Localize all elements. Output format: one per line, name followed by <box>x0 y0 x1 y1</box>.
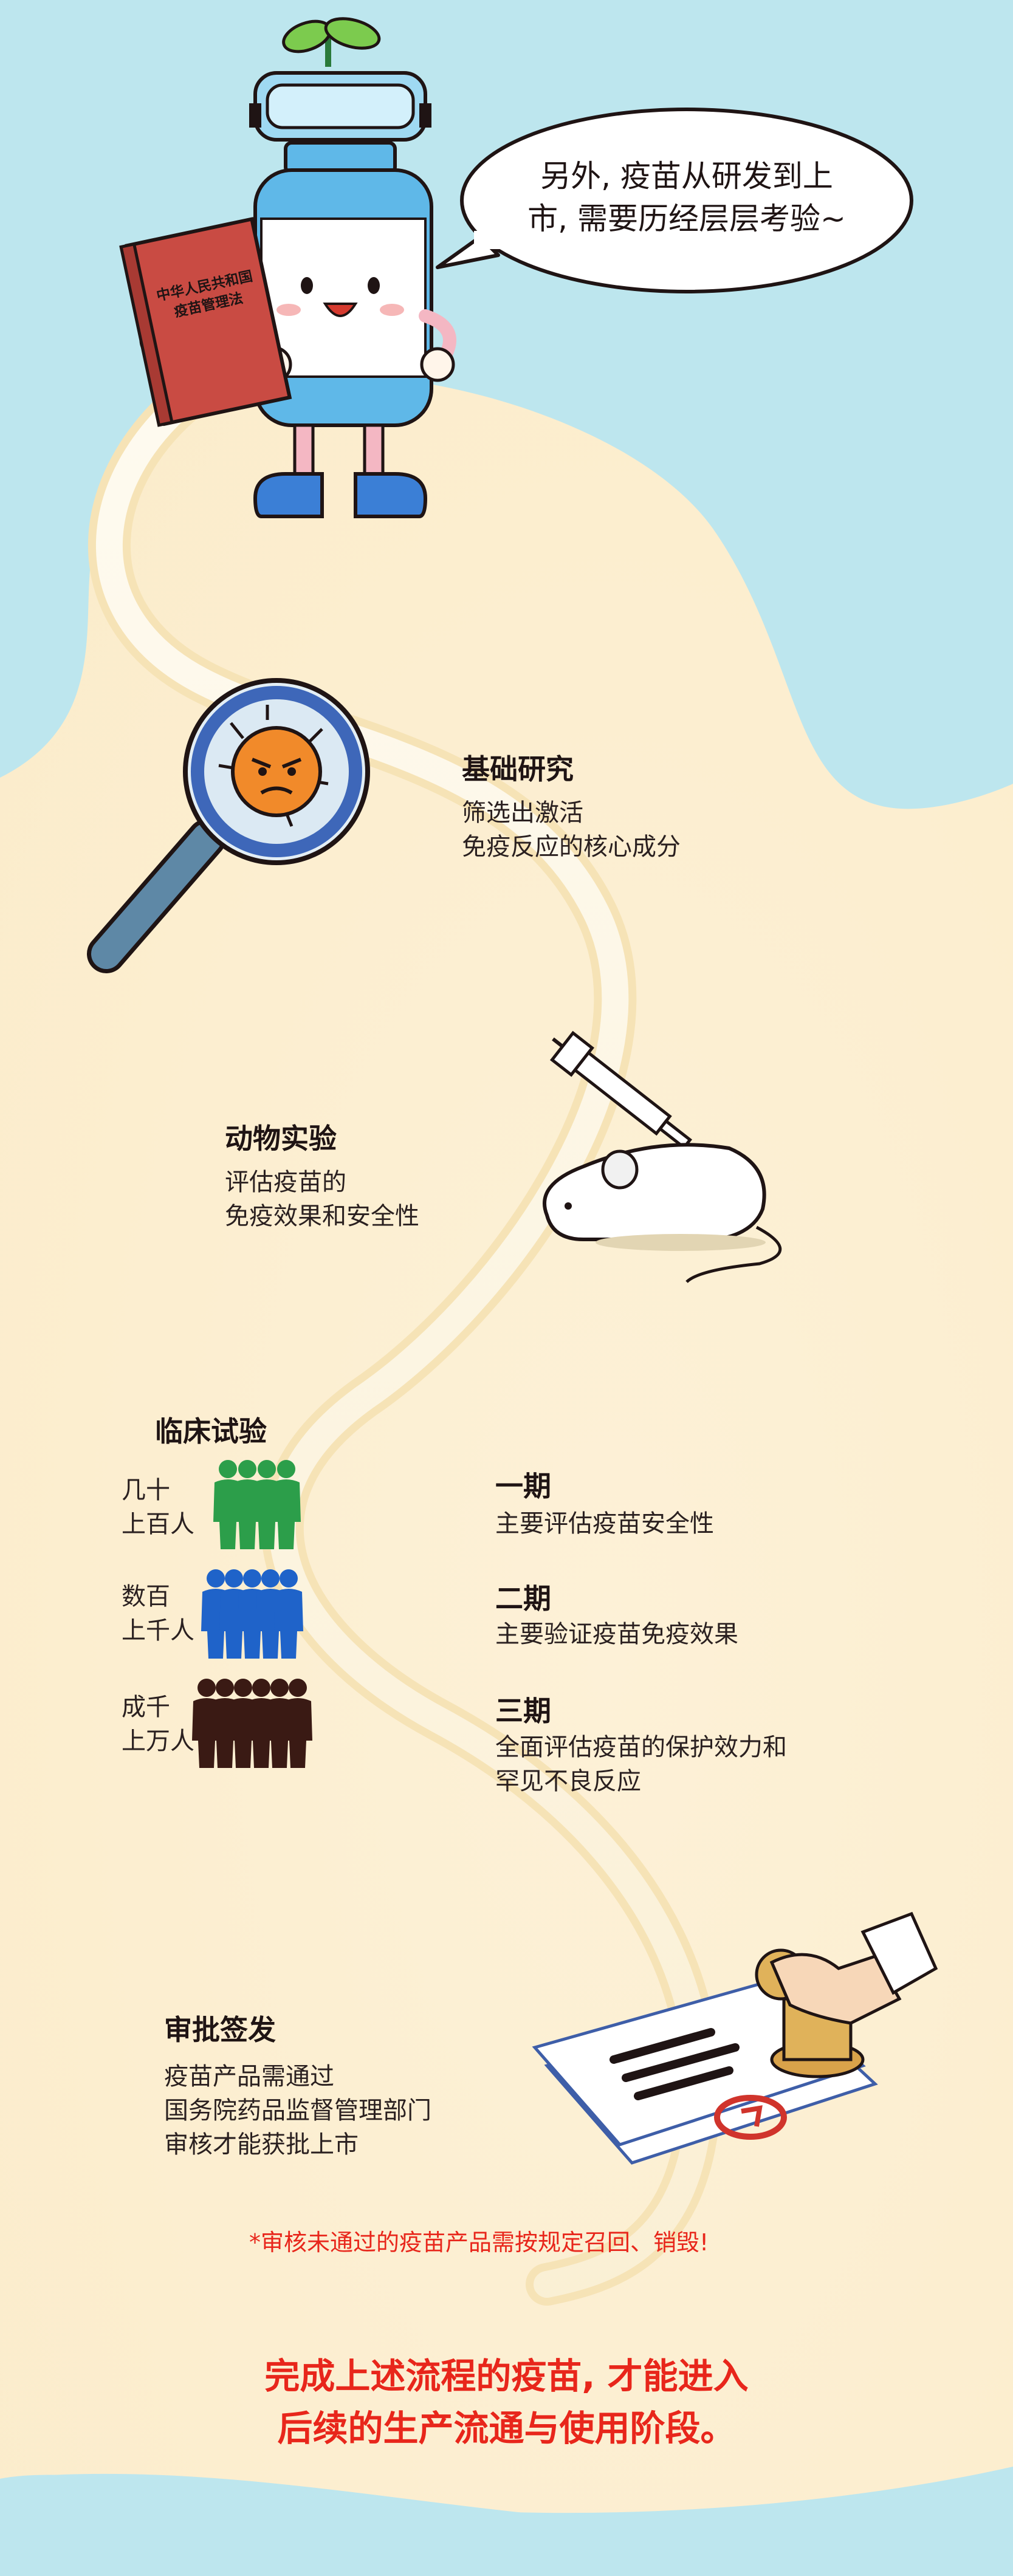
crowd-label-2-line-2: 上千人 <box>122 1617 194 1645</box>
stage-basic-desc: 筛选出激活 免疫反应的核心成分 <box>462 796 681 864</box>
phase-3-desc-line-2: 罕见不良反应 <box>495 1767 641 1795</box>
phase-2-desc: 主要验证疫苗免疫效果 <box>495 1620 738 1648</box>
recall-note: *审核未通过的疫苗产品需按规定召回、销毁! <box>249 2229 709 2256</box>
phase-3-desc: 全面评估疫苗的保护效力和 罕见不良反应 <box>495 1730 787 1798</box>
stage-animal-desc-line-2: 免疫效果和安全性 <box>225 1202 419 1230</box>
stage-approval-desc-line-2: 国务院药品监督管理部门 <box>164 2097 431 2125</box>
speech-line-1: 另外, 疫苗从研发到上 <box>540 159 833 194</box>
mascot-vial <box>139 17 456 518</box>
crowd-label-1: 几十 上百人 <box>122 1473 194 1541</box>
crowd-icons <box>192 1460 312 1768</box>
final-message-line-1: 完成上述流程的疫苗, 才能进入 <box>264 2355 749 2397</box>
stage-clinical-title: 临床试验 <box>155 1415 267 1448</box>
law-book <box>119 217 292 427</box>
approval-documents <box>532 1911 938 2165</box>
stage-approval-desc-line-3: 审核才能获批上市 <box>164 2131 359 2159</box>
bottom-wave <box>0 2467 1013 2576</box>
person-icon <box>283 1679 312 1768</box>
stage-approval-title: 审批签发 <box>164 2013 276 2046</box>
crowd-label-1-line-2: 上百人 <box>122 1510 194 1538</box>
speech-bubble-text: 另外, 疫苗从研发到上 市, 需要历经层层考验~ <box>504 155 869 240</box>
person-icon <box>272 1460 301 1549</box>
crowd-label-3-line-2: 上万人 <box>122 1727 194 1755</box>
speech-bubble <box>436 108 913 293</box>
stage-approval-desc-line-1: 疫苗产品需通过 <box>164 2063 334 2091</box>
syringe-mouse <box>543 1030 782 1283</box>
person-icon <box>274 1569 303 1659</box>
phase-3-title: 三期 <box>495 1694 551 1727</box>
stage-animal-title: 动物实验 <box>225 1122 337 1155</box>
phase-2-title: 二期 <box>495 1582 551 1615</box>
final-message: 完成上述流程的疫苗, 才能进入 后续的生产流通与使用阶段。 <box>0 2350 1013 2454</box>
stage-basic-title: 基础研究 <box>462 753 574 786</box>
stage-basic-desc-line-1: 筛选出激活 <box>462 799 583 827</box>
magnifier-virus <box>87 678 370 973</box>
phase-1-desc: 主要评估疫苗安全性 <box>495 1510 714 1538</box>
stage-animal-desc: 评估疫苗的 免疫效果和安全性 <box>225 1165 419 1233</box>
stage-animal-desc-line-1: 评估疫苗的 <box>225 1168 346 1196</box>
stage-approval-desc: 疫苗产品需通过 国务院药品监督管理部门 审核才能获批上市 <box>164 2060 431 2162</box>
crowd-label-2: 数百 上千人 <box>122 1580 194 1648</box>
crowd-group-3 <box>192 1679 312 1768</box>
crowd-label-3: 成千 上万人 <box>122 1690 194 1758</box>
crowd-label-3-line-1: 成千 <box>122 1693 170 1721</box>
crowd-group-1 <box>213 1460 301 1549</box>
phase-1-title: 一期 <box>495 1470 551 1502</box>
phase-3-desc-line-1: 全面评估疫苗的保护效力和 <box>495 1733 787 1761</box>
stage-basic-desc-line-2: 免疫反应的核心成分 <box>462 833 681 861</box>
final-message-line-2: 后续的生产流通与使用阶段。 <box>277 2408 736 2449</box>
speech-line-2: 市, 需要历经层层考验~ <box>527 201 846 236</box>
crowd-label-1-line-1: 几十 <box>122 1476 170 1504</box>
crowd-label-2-line-1: 数百 <box>122 1583 170 1611</box>
crowd-group-2 <box>201 1569 303 1659</box>
